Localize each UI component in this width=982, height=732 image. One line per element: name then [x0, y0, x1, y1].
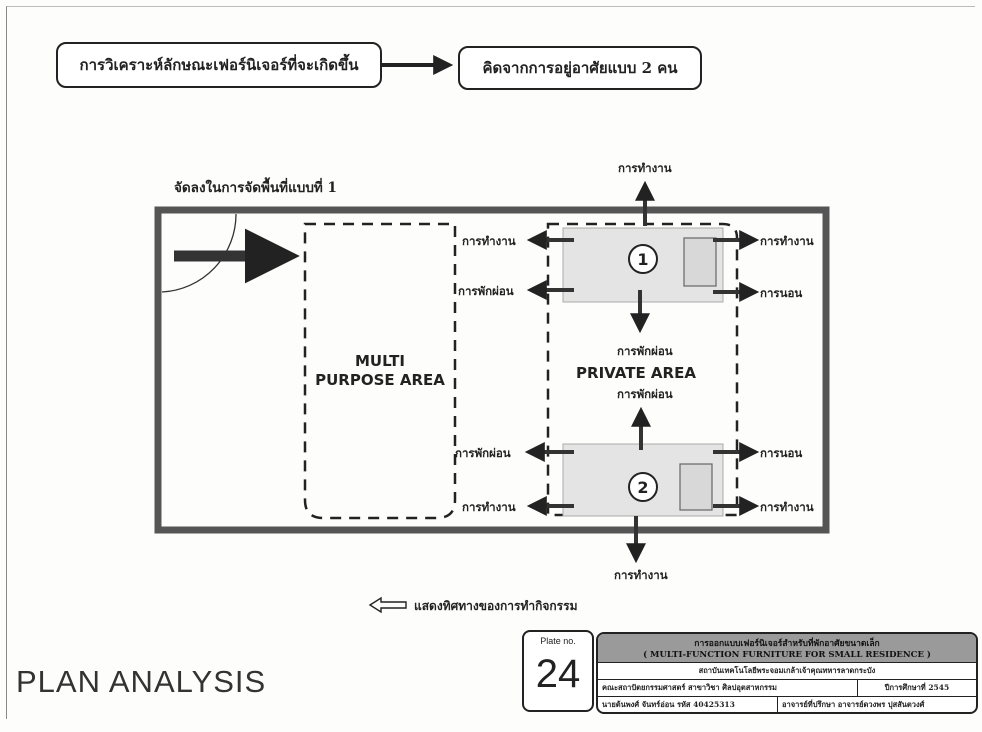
multi-purpose-line2: PURPOSE AREA [315, 371, 445, 389]
room-2-bed [679, 463, 713, 511]
room-1-bed [683, 237, 717, 287]
student-row: นายต้นพงศ์ จันทร์อ่อน รหัส 40425313 อาจา… [598, 697, 976, 712]
result-box-text: คิดจากการอยู่อาศัยแบบ 2 คน [482, 59, 678, 77]
room-1-number: 1 [628, 244, 658, 274]
multi-purpose-line1: MULTI [355, 352, 405, 370]
layout-title: จัดลงในการจัดพื้นที่แบบที่ 1 [174, 180, 337, 196]
plate-label: Plate no. [540, 636, 576, 646]
page-title: PLAN ANALYSIS [16, 664, 267, 699]
academic-year: ปีการศึกษาที่ 2545 [884, 683, 950, 692]
title-block: การออกแบบเฟอร์นิเจอร์สำหรับที่พักอาศัยขน… [596, 632, 978, 714]
label-r1-right-sleep: การนอน [760, 286, 803, 300]
entrance-arc [161, 213, 237, 293]
label-mid-rest-upper: การพักผ่อน [617, 344, 673, 358]
legend-arrow-icon [368, 596, 407, 614]
private-zone [546, 222, 739, 517]
page-frame [6, 6, 975, 719]
site-boundary [154, 206, 830, 534]
label-top-work: การทำงาน [618, 161, 672, 175]
label-r2-right-work: การทำงาน [760, 500, 814, 514]
plate-box: Plate no. 24 [522, 630, 594, 712]
plate-number: 24 [535, 652, 581, 696]
institute-row: สถาบันเทคโนโลยีพระจอมเกล้าเจ้าคุณทหารลาด… [598, 663, 976, 680]
advisor-name: อาจารย์ที่ปรึกษา อาจารย์ดวงพร ปุสสันตวงศ… [782, 700, 925, 709]
label-r2-left-work: การทำงาน [462, 500, 516, 514]
plan-diagram [154, 55, 830, 564]
faculty-name: คณะสถาปัตยกรรมศาสตร์ สาขาวิชา ศิลปอุตสาห… [598, 680, 858, 696]
label-r1-left-rest: การพักผ่อน [458, 284, 514, 298]
title-block-header: การออกแบบเฟอร์นิเจอร์สำหรับที่พักอาศัยขน… [598, 634, 976, 663]
label-bottom-work: การทำงาน [614, 568, 668, 582]
result-box: คิดจากการอยู่อาศัยแบบ 2 คน [458, 46, 702, 90]
multi-purpose-zone [303, 222, 457, 520]
project-title-thai: การออกแบบเฟอร์นิเจอร์สำหรับที่พักอาศัยขน… [694, 639, 880, 649]
project-title-english: ( MULTI-FUNCTION FURNITURE FOR SMALL RES… [643, 650, 931, 660]
label-r2-right-sleep: การนอน [760, 446, 803, 460]
private-area-label: PRIVATE AREA [576, 364, 696, 382]
institute-name: สถาบันเทคโนโลยีพระจอมเกล้าเจ้าคุณทหารลาด… [698, 666, 876, 675]
label-mid-rest-lower: การพักผ่อน [617, 387, 673, 401]
analysis-box: การวิเคราะห์ลักษณะเฟอร์นิเจอร์ที่จะเกิดข… [56, 42, 382, 88]
analysis-box-text: การวิเคราะห์ลักษณะเฟอร์นิเจอร์ที่จะเกิดข… [79, 56, 359, 74]
multi-purpose-label: MULTI PURPOSE AREA [298, 352, 462, 390]
label-r1-left-work: การทำงาน [462, 234, 516, 248]
faculty-row: คณะสถาปัตยกรรมศาสตร์ สาขาวิชา ศิลปอุตสาห… [598, 680, 976, 697]
room-2-number: 2 [628, 472, 658, 502]
legend-text: แสดงทิศทางของการทำกิจกรรม [414, 599, 578, 613]
student-name: นายต้นพงศ์ จันทร์อ่อน รหัส 40425313 [598, 697, 778, 712]
label-r2-left-rest: การพักผ่อน [455, 446, 511, 460]
label-r1-right-work: การทำงาน [760, 234, 814, 248]
